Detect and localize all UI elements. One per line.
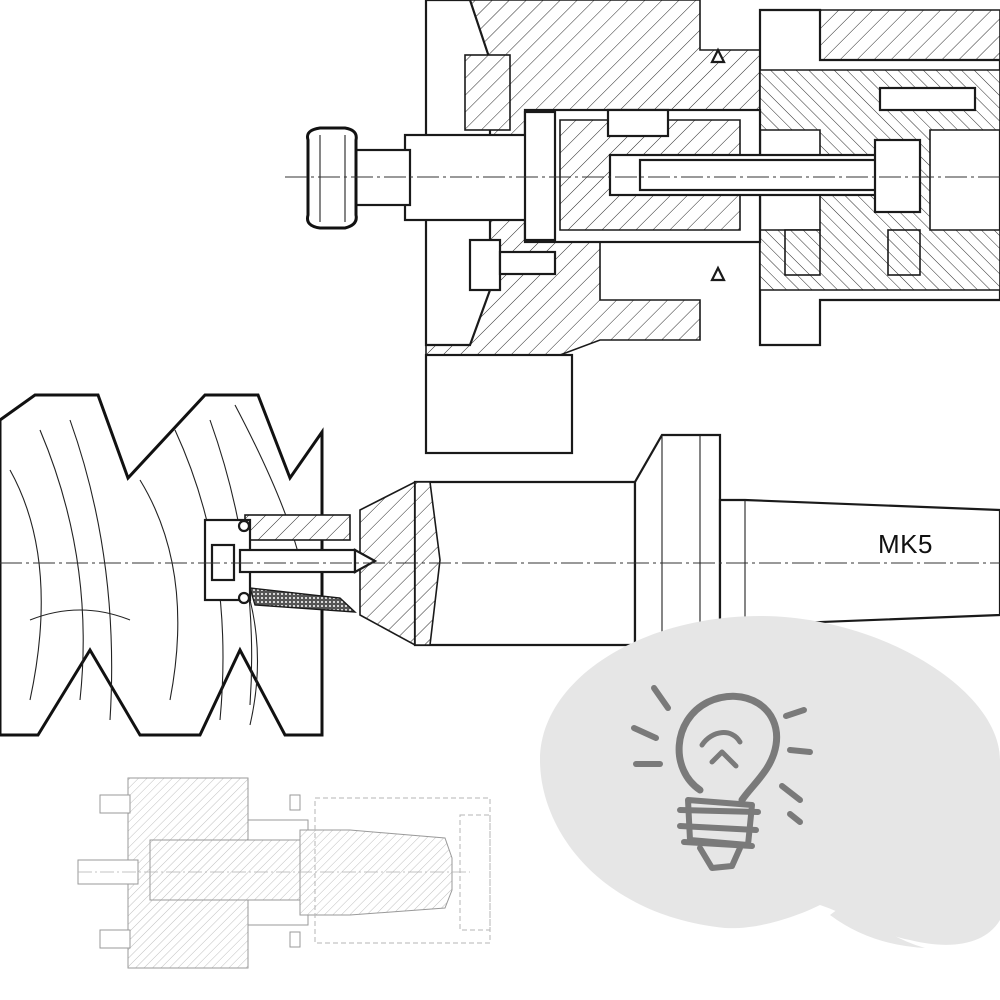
worm-screw xyxy=(0,393,324,737)
mini-assembly-preview xyxy=(77,777,491,969)
speech-bubble xyxy=(540,616,1000,948)
taper-label: MK5 xyxy=(878,529,933,559)
top-chuck-assembly xyxy=(285,0,1000,455)
taper-arbor xyxy=(0,433,1000,647)
lightbulb-icon xyxy=(631,685,813,871)
spring-right xyxy=(887,229,921,276)
spring-left xyxy=(784,229,821,276)
